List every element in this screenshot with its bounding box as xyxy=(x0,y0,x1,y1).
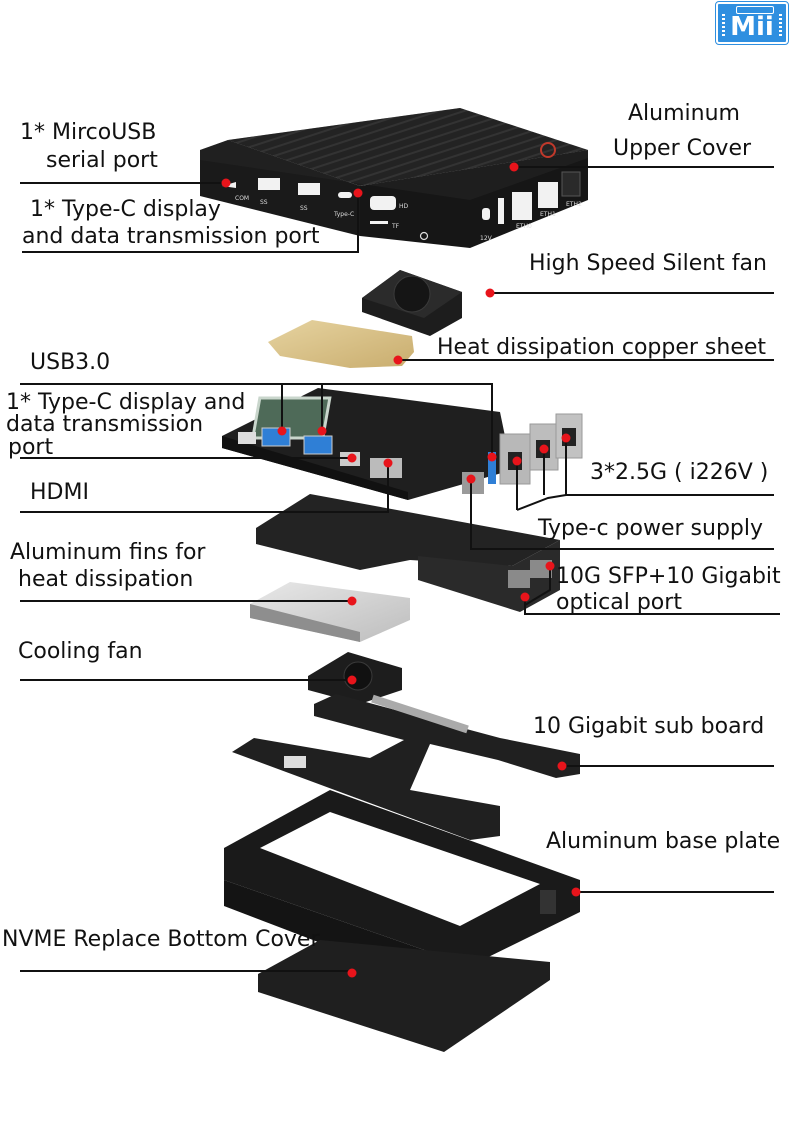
brand-logo: Mii xyxy=(715,1,789,45)
port-label-eth1: ETH1 xyxy=(540,211,556,218)
dc-port xyxy=(482,208,490,220)
usb-port-2 xyxy=(298,183,320,195)
marker-cooling-fan xyxy=(347,675,357,685)
leader-lan xyxy=(516,494,774,511)
label-copper-sheet: Heat dissipation copper sheet xyxy=(437,335,767,360)
marker-base-plate xyxy=(571,887,581,897)
base-rj45-opening xyxy=(540,890,556,914)
leader-usb30 xyxy=(20,383,493,457)
cover-fin-top xyxy=(228,108,588,186)
label-typec-board-line1: 1* Type-C display and xyxy=(6,390,246,415)
label-typec-board-line2: data transmission xyxy=(6,412,204,437)
eth0-opening xyxy=(512,192,532,220)
cover-side-face xyxy=(360,150,588,248)
port-label-tf: TF xyxy=(391,223,400,230)
label-fins-line2: heat dissipation xyxy=(18,567,194,592)
leader-power xyxy=(470,482,774,550)
markers xyxy=(221,162,581,978)
power-logo-icon xyxy=(540,142,556,158)
cover-bevel xyxy=(200,108,588,200)
marker-upper-cover xyxy=(509,162,519,172)
label-silent-fan: High Speed Silent fan xyxy=(529,251,767,276)
port-label-eth2: ETH2 xyxy=(566,201,582,208)
marker-microusb xyxy=(221,178,231,188)
label-usb30: USB3.0 xyxy=(30,350,111,375)
leader-hdmi xyxy=(20,465,389,513)
marker-usb30-side xyxy=(487,452,497,462)
marker-power xyxy=(466,474,476,484)
marker-lan-2 xyxy=(539,444,549,454)
logo-text: Mii xyxy=(730,12,774,42)
marker-sub-board xyxy=(557,761,567,771)
logo-pins-right xyxy=(779,14,782,38)
leader-sfp-b xyxy=(524,568,551,606)
sub-board xyxy=(232,694,580,840)
port-label-ss1: SS xyxy=(260,199,268,206)
aluminum-upper-cover: COM SS SS Type-C HD TF 12V ETH0 ETH1 ETH… xyxy=(200,108,588,248)
marker-copper xyxy=(393,355,403,365)
copper-sheet xyxy=(268,320,414,368)
marker-lan-1 xyxy=(512,456,522,466)
marker-sfp-2 xyxy=(520,592,530,602)
label-upper-cover-line2: Upper Cover xyxy=(613,136,752,161)
label-upper-cover-line1: Aluminum xyxy=(628,101,740,126)
label-sfp-line2: optical port xyxy=(556,590,682,615)
label-sub-board: 10 Gigabit sub board xyxy=(533,714,765,739)
label-microusb-line2: serial port xyxy=(46,148,158,173)
side-usb-port xyxy=(498,198,504,224)
port-label-eth0: ETH0 xyxy=(516,223,532,230)
logo-chip-decoration xyxy=(736,6,774,14)
port-label-com: COM xyxy=(235,195,249,202)
tf-slot xyxy=(370,221,388,224)
label-power: Type-c power supply xyxy=(538,516,764,541)
label-typec-top-line2: and data transmission port xyxy=(22,224,320,249)
sfp-cage-1 xyxy=(508,570,530,588)
nvme-bottom-cover xyxy=(258,940,550,1052)
eth1-opening xyxy=(538,182,558,208)
marker-silent-fan xyxy=(485,288,495,298)
marker-sfp-1 xyxy=(545,561,555,571)
label-hdmi: HDMI xyxy=(30,480,89,505)
marker-typec-board xyxy=(347,453,357,463)
label-lan: 3*2.5G ( i226V ) xyxy=(590,460,769,485)
usb30-side-port xyxy=(488,452,496,484)
marker-typec-top xyxy=(353,188,363,198)
marker-hdmi xyxy=(383,458,393,468)
leader-lines xyxy=(20,166,780,972)
typec-port xyxy=(338,192,352,198)
leader-typec-top xyxy=(22,196,359,253)
marker-bottom-cover xyxy=(347,968,357,978)
port-label-hd: HD xyxy=(399,203,409,210)
label-typec-top-line1: 1* Type-C display xyxy=(30,197,221,222)
aluminum-fins xyxy=(250,582,410,642)
label-bottom-cover: NVME Replace Bottom Cover xyxy=(2,927,320,952)
marker-usb30-b xyxy=(317,426,327,436)
label-microusb-line1: 1* MircoUSB xyxy=(20,120,157,145)
marker-fins xyxy=(347,596,357,606)
logo-pins-left xyxy=(722,14,725,38)
pcie-connector xyxy=(371,694,469,734)
usb-port-1 xyxy=(258,178,280,190)
label-typec-board-line3: port xyxy=(8,435,54,460)
sub-board-connector xyxy=(284,756,306,768)
leader-sfp xyxy=(524,598,780,615)
mainboard xyxy=(222,388,583,500)
port-label-ss2: SS xyxy=(300,205,308,212)
label-cooling-fan: Cooling fan xyxy=(18,639,143,664)
port-label-typec: Type-C xyxy=(333,211,354,218)
microusb-port xyxy=(238,432,256,444)
usb30-port-2 xyxy=(303,435,333,455)
label-base-plate: Aluminum base plate xyxy=(546,829,781,854)
marker-lan-3 xyxy=(561,433,571,443)
eth2-opening xyxy=(561,171,581,197)
label-sfp-line1: 10G SFP+10 Gigabit xyxy=(556,564,781,589)
silent-fan xyxy=(362,270,462,336)
marker-usb30-a xyxy=(277,426,287,436)
power-button-icon xyxy=(419,231,429,241)
hdmi-board-port xyxy=(370,458,402,478)
label-fins-line1: Aluminum fins for xyxy=(10,540,206,565)
hdmi-port xyxy=(370,196,396,210)
port-label-dc: 12V xyxy=(480,235,493,242)
